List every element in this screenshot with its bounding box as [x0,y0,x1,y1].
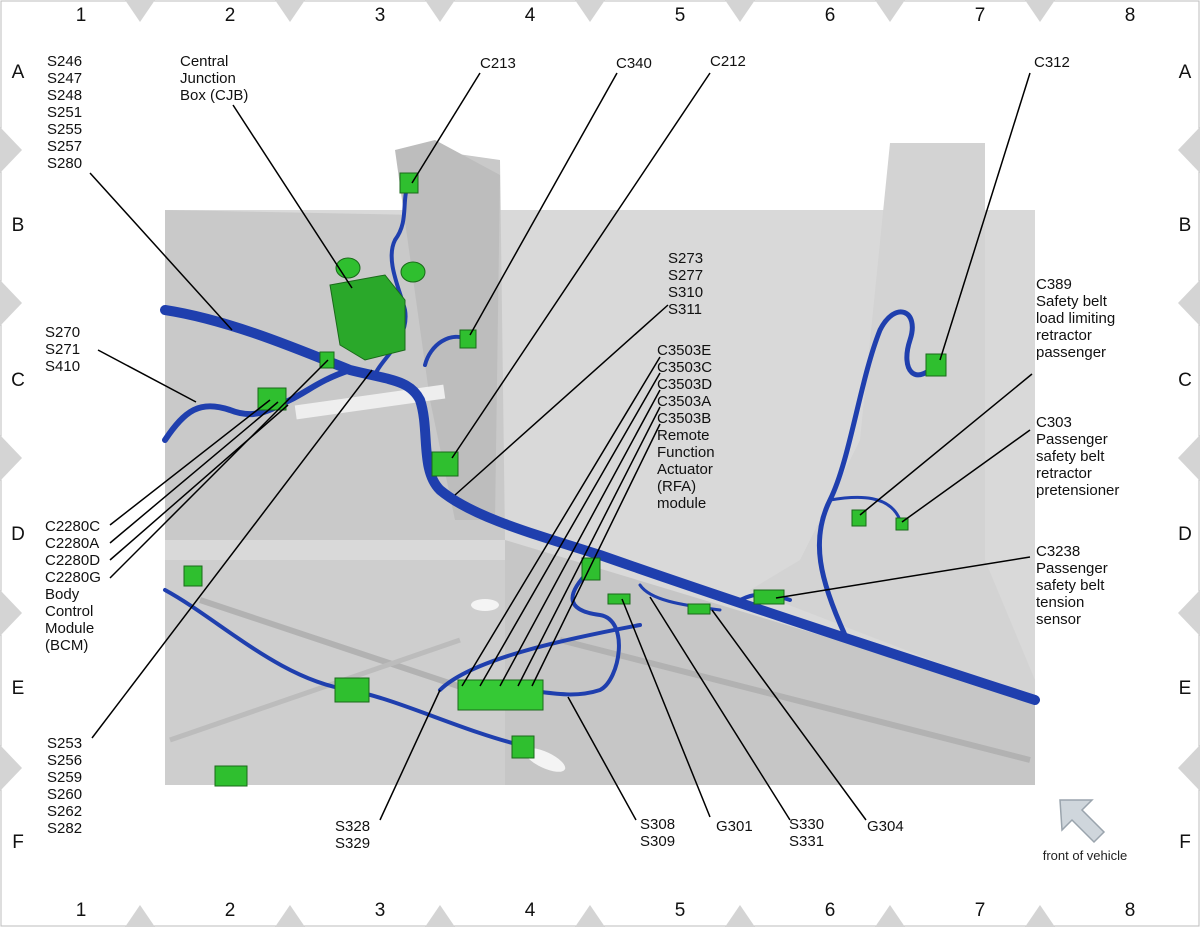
floor-hole [471,599,499,611]
column-label: 8 [1125,5,1136,26]
c312-label: C312 [1034,54,1070,71]
column-label: 4 [525,5,536,26]
row-label: A [1179,62,1192,83]
splice-label-group-s273: S273 S277 S310 S311 [668,250,707,318]
row-label: B [12,215,25,236]
row-label: E [1179,678,1192,699]
g301-label: G301 [716,818,753,835]
splice-label-group-s308: S308 S309 [640,816,679,850]
row-label: F [1179,832,1191,853]
grid-column-labels-top: 1 2 3 4 5 6 7 8 [76,5,1136,26]
column-label: 1 [76,900,87,921]
floor-connector [334,677,370,703]
central-junction-box-label: Central Junction Box (CJB) [180,53,248,104]
floor-connector [214,765,248,787]
leader-lines [89,72,1033,821]
c312-connector [925,353,947,377]
floor-right [505,540,1035,785]
splice-label-group-s328: S328 S329 [335,818,374,852]
c213-label: C213 [480,55,516,72]
floor-hole [524,748,566,772]
column-label: 4 [525,900,536,921]
row-label: A [12,62,25,83]
row-label: D [11,524,25,545]
column-label: 7 [975,900,986,921]
grid-column-labels-bottom: 1 2 3 4 5 6 7 8 [76,900,1136,921]
floor-connector [183,565,203,587]
floor-branch-mid [438,623,642,692]
c389-label: C389 Safety belt load limiting retractor… [1036,276,1119,361]
c303-connector [895,517,909,531]
front-arrow-icon [1059,799,1106,844]
row-label: B [1179,215,1192,236]
c303-label: C303 Passenger safety belt retractor pre… [1036,414,1119,499]
c213-connector [399,172,419,194]
g304-connector [687,603,711,615]
floor-branch-rfa [518,568,621,697]
column-label: 7 [975,5,986,26]
cjb-connector [400,261,426,283]
front-of-vehicle-label: front of vehicle [1043,848,1128,863]
callout-labels: S246 S247 S248 S251 S255 S257 S280 Centr… [45,53,1119,852]
b-pillar-cross [828,495,902,522]
row-label: C [1178,370,1192,391]
g304-label: G304 [867,818,904,835]
row-label: F [12,832,24,853]
column-label: 6 [825,900,836,921]
column-label: 1 [76,5,87,26]
left-branch [162,367,353,443]
floor-rib [169,637,461,743]
floor-rib [559,637,1031,763]
splice-label-group-s253: S253 S256 S259 S260 S262 S282 [47,735,86,837]
c3238-label: C3238 Passenger safety belt tension sens… [1036,543,1112,628]
row-label: C [11,370,25,391]
row-label: E [12,678,25,699]
column-label: 6 [825,5,836,26]
front-of-vehicle-indicator: front of vehicle [1043,799,1128,863]
b-pillar-branch [816,309,943,638]
central-junction-box [329,274,406,361]
g301-connector [607,593,631,605]
c389-connector [851,509,867,527]
column-label: 5 [675,900,686,921]
column-label: 2 [225,900,236,921]
floor-connector [511,735,535,759]
splice-label-group-s270: S270 S271 S410 [45,324,84,375]
column-label: 2 [225,5,236,26]
bcm-label: C2280C C2280A C2280D C2280G Body Control… [45,518,105,654]
console-bracket [294,384,446,420]
grid-row-labels-right: A B C D E F [1178,62,1192,853]
floor-left [165,560,505,785]
c340-label: C340 [616,55,652,72]
c340-connector [459,329,477,349]
c212-label: C212 [710,53,746,70]
splice-label-group-s246: S246 S247 S248 S251 S255 S257 S280 [47,53,86,172]
column-label: 3 [375,900,386,921]
column-label: 5 [675,5,686,26]
column-label: 8 [1125,900,1136,921]
rfa-module-label: C3503E C3503C C3503D C3503A C3503B Remot… [657,342,719,512]
splice-label-group-s330: S330 S331 [789,816,828,850]
grid-row-labels-left: A B C D E F [11,62,25,853]
column-label: 3 [375,5,386,26]
row-label: D [1178,524,1192,545]
